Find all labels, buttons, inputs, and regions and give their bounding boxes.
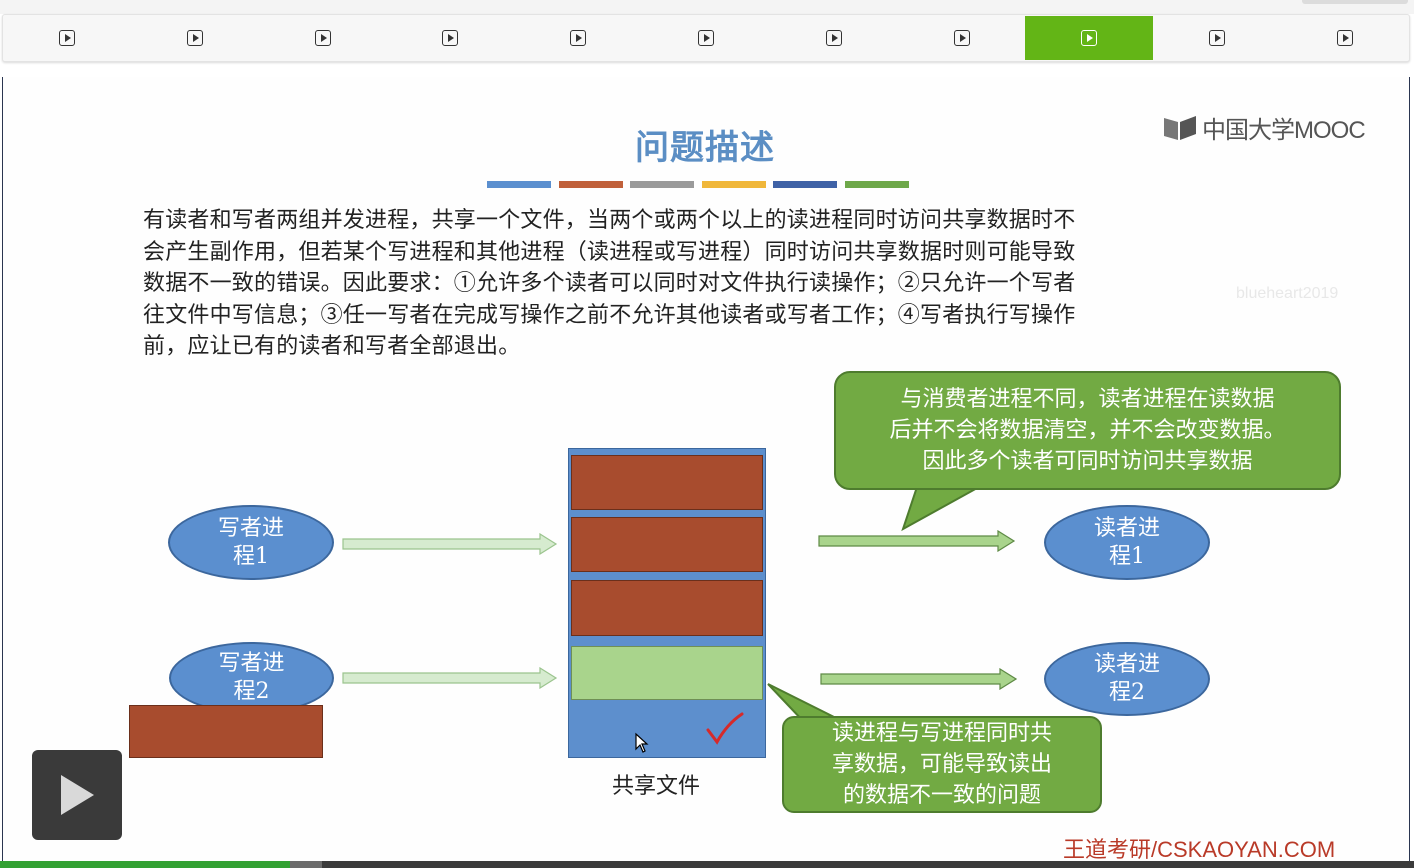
reader-2-arrow bbox=[820, 668, 1018, 690]
video-progress-bar[interactable] bbox=[0, 861, 1414, 868]
writer-1-label-line2: 程1 bbox=[233, 543, 269, 569]
description-line: 数据不一致的错误。因此要求：①允许多个读者可以同时对文件执行读操作；②只允许一个… bbox=[143, 271, 1076, 296]
description-line: 有读者和写者两组并发进程，共享一个文件，当两个或两个以上的读进程同时访问共享数据… bbox=[143, 208, 1076, 233]
callout-top-tail bbox=[901, 485, 980, 532]
book-logo-icon bbox=[1162, 114, 1198, 142]
callout-top-line3: 因此多个读者可同时访问共享数据 bbox=[922, 449, 1253, 474]
writer-process-2: 写者进 程2 bbox=[169, 642, 334, 714]
reader-1-label-line1: 读者进 bbox=[1093, 515, 1160, 541]
decoration-bar bbox=[630, 181, 694, 188]
chapter-tab-9[interactable] bbox=[1025, 16, 1154, 60]
window-corner bbox=[1302, 0, 1408, 4]
chapter-tab-10[interactable] bbox=[1153, 16, 1281, 60]
progress-played bbox=[0, 861, 290, 868]
mooc-logo: 中国大学MOOC bbox=[1162, 110, 1366, 145]
logo-text: 中国大学MOOC bbox=[1202, 117, 1366, 144]
chapter-tab-11[interactable] bbox=[1281, 16, 1409, 60]
top-strip bbox=[0, 0, 1414, 14]
callout-reader-note: 与消费者进程不同，读者进程在读数据 后并不会将数据清空，并不会改变数据。 因此多… bbox=[834, 371, 1341, 490]
play-icon bbox=[953, 30, 970, 46]
chapter-bar bbox=[2, 14, 1410, 62]
decoration-bar bbox=[487, 181, 551, 188]
play-icon bbox=[825, 30, 842, 46]
chapter-tab-4[interactable] bbox=[386, 16, 514, 60]
writing-data-block bbox=[129, 705, 323, 758]
file-record bbox=[571, 580, 763, 636]
callout-top-line2: 后并不会将数据清空，并不会改变数据。 bbox=[889, 418, 1286, 443]
decoration-bar bbox=[844, 181, 909, 188]
callout-top-line1: 与消费者进程不同，读者进程在读数据 bbox=[900, 387, 1275, 412]
play-icon bbox=[1209, 30, 1226, 46]
chapter-tab-2[interactable] bbox=[131, 16, 259, 60]
problem-description: 有读者和写者两组并发进程，共享一个文件，当两个或两个以上的读进程同时访问共享数据… bbox=[143, 205, 1253, 363]
shared-file-label: 共享文件 bbox=[612, 774, 701, 799]
description-line: 会产生副作用，但若某个写进程和其他进程（读进程或写进程）同时访问共享数据时则可能… bbox=[143, 239, 1076, 265]
writer-1-label-line1: 写者进 bbox=[217, 515, 284, 541]
chapter-tab-8[interactable] bbox=[898, 16, 1026, 60]
footer-brand: 王道考研/CSKAOYAN.COM bbox=[1063, 837, 1336, 862]
decoration-bar bbox=[558, 181, 623, 188]
play-icon bbox=[61, 775, 94, 815]
watermark: blueheart2019 bbox=[1236, 285, 1339, 302]
file-record bbox=[571, 455, 763, 510]
play-icon bbox=[570, 30, 587, 46]
writer-2-label-line1: 写者进 bbox=[218, 651, 285, 676]
slide-title: 问题描述 bbox=[635, 128, 775, 168]
writer-process-1: 写者进 程1 bbox=[168, 505, 334, 580]
chapter-tab-5[interactable] bbox=[514, 16, 642, 60]
writer-1-arrow bbox=[342, 533, 558, 555]
reader-2-label-line2: 程2 bbox=[1109, 680, 1145, 705]
progress-buffered bbox=[289, 861, 323, 868]
writer-2-arrow bbox=[342, 667, 558, 689]
description-line: 前，应让已有的读者和写者全部退出。 bbox=[143, 334, 521, 359]
reader-2-label-line1: 读者进 bbox=[1093, 652, 1160, 677]
file-record bbox=[571, 517, 763, 572]
callout-bottom-line1: 读进程与写进程同时共 bbox=[831, 721, 1052, 746]
mouse-cursor-icon bbox=[635, 732, 649, 753]
play-icon bbox=[1081, 30, 1098, 46]
callout-conflict-note: 读进程与写进程同时共 享数据，可能导致读出 的数据不一致的问题 bbox=[782, 716, 1102, 813]
reader-1-label-line2: 程1 bbox=[1109, 543, 1145, 569]
description-line: 往文件中写信息；③任一写者在完成写操作之前不允许其他读者或写者工作；④写者执行写… bbox=[143, 302, 1076, 328]
decoration-bar bbox=[701, 181, 766, 188]
callout-bottom-line2: 享数据，可能导致读出 bbox=[831, 752, 1052, 777]
play-icon bbox=[442, 30, 459, 46]
writer-2-label-line2: 程2 bbox=[233, 679, 270, 704]
chapter-tab-3[interactable] bbox=[259, 16, 387, 60]
reader-process-2: 读者进 程2 bbox=[1044, 642, 1210, 716]
chapter-tab-7[interactable] bbox=[770, 16, 898, 60]
play-icon bbox=[186, 30, 203, 46]
play-icon bbox=[1337, 30, 1353, 46]
file-record-empty bbox=[571, 646, 763, 700]
chapter-tab-6[interactable] bbox=[642, 16, 770, 60]
reader-1-arrow bbox=[818, 530, 1016, 552]
play-icon bbox=[698, 30, 714, 46]
play-button[interactable] bbox=[32, 750, 122, 840]
reader-process-1: 读者进 程1 bbox=[1044, 505, 1210, 580]
callout-bottom-line3: 的数据不一致的问题 bbox=[842, 783, 1041, 808]
chapter-tab-1[interactable] bbox=[3, 16, 131, 60]
decoration-bar bbox=[773, 181, 837, 188]
play-icon bbox=[59, 30, 75, 46]
checkmark-icon bbox=[706, 712, 744, 745]
play-icon bbox=[314, 30, 331, 46]
